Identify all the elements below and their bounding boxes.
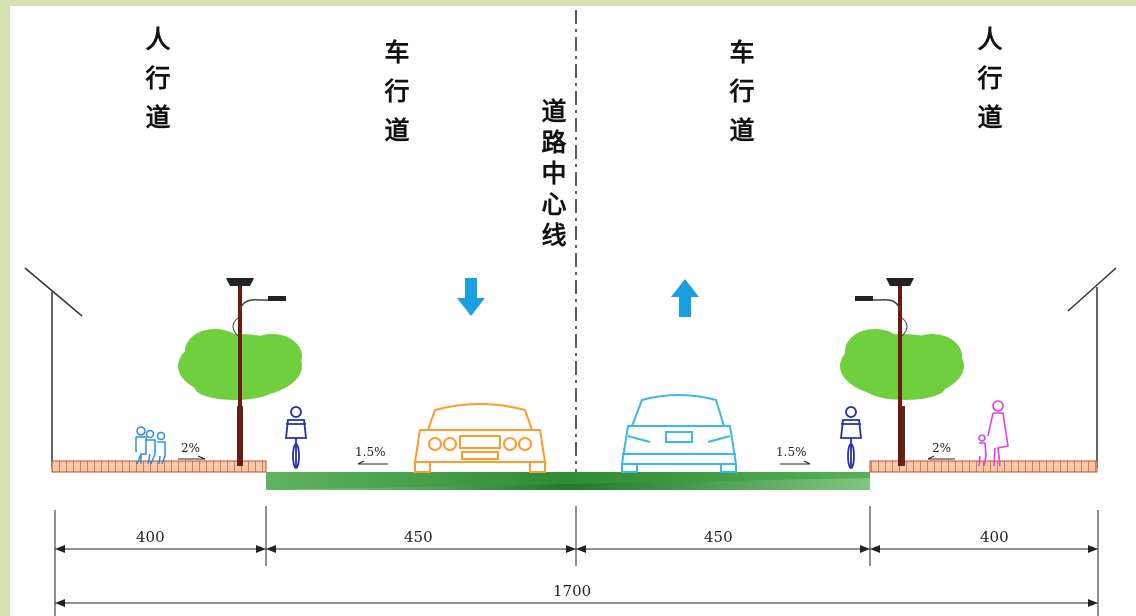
dimension-label: 400	[136, 528, 165, 546]
slope-label: 2%	[932, 441, 952, 455]
label-centerline: 道路中心线	[538, 98, 567, 253]
label-sidewalk-left: 人行道	[142, 26, 171, 143]
cyclist-icon	[284, 406, 308, 469]
slope-arrows	[178, 455, 955, 465]
tree-icon	[178, 329, 302, 466]
sidewalk-right	[869, 460, 1098, 473]
pedestrian-icon	[135, 426, 166, 465]
direction-arrow-icon	[671, 279, 699, 317]
label-sidewalk-right: 人行道	[974, 26, 1003, 143]
slope-label: 1.5%	[355, 445, 386, 459]
car-front-icon	[620, 394, 738, 473]
pedestrian-icon	[978, 400, 1009, 467]
label-carriageway-left: 车行道	[381, 39, 410, 156]
direction-arrow-icon	[457, 278, 485, 316]
roadway	[266, 472, 870, 490]
building-roof-icon	[24, 267, 1117, 468]
dimension-lines	[54, 506, 1099, 616]
dimension-label: 400	[980, 528, 1009, 546]
road-cross-section: 人行道 车行道 道路中心线 车行道 人行道 2% 1.5% 1.5% 2% 40…	[10, 6, 1136, 616]
label-carriageway-right: 车行道	[726, 39, 755, 156]
slope-label: 2%	[181, 441, 201, 455]
dimension-label: 450	[704, 528, 733, 546]
solar-street-lamp-icon	[855, 278, 914, 466]
solar-street-lamp-icon	[226, 278, 286, 466]
slope-label: 1.5%	[776, 445, 807, 459]
cross-section-drawing	[24, 10, 1117, 616]
dimension-label-total: 1700	[553, 582, 592, 600]
car-front-icon	[413, 403, 547, 473]
dimension-label: 450	[404, 528, 433, 546]
cyclist-icon	[839, 406, 863, 469]
